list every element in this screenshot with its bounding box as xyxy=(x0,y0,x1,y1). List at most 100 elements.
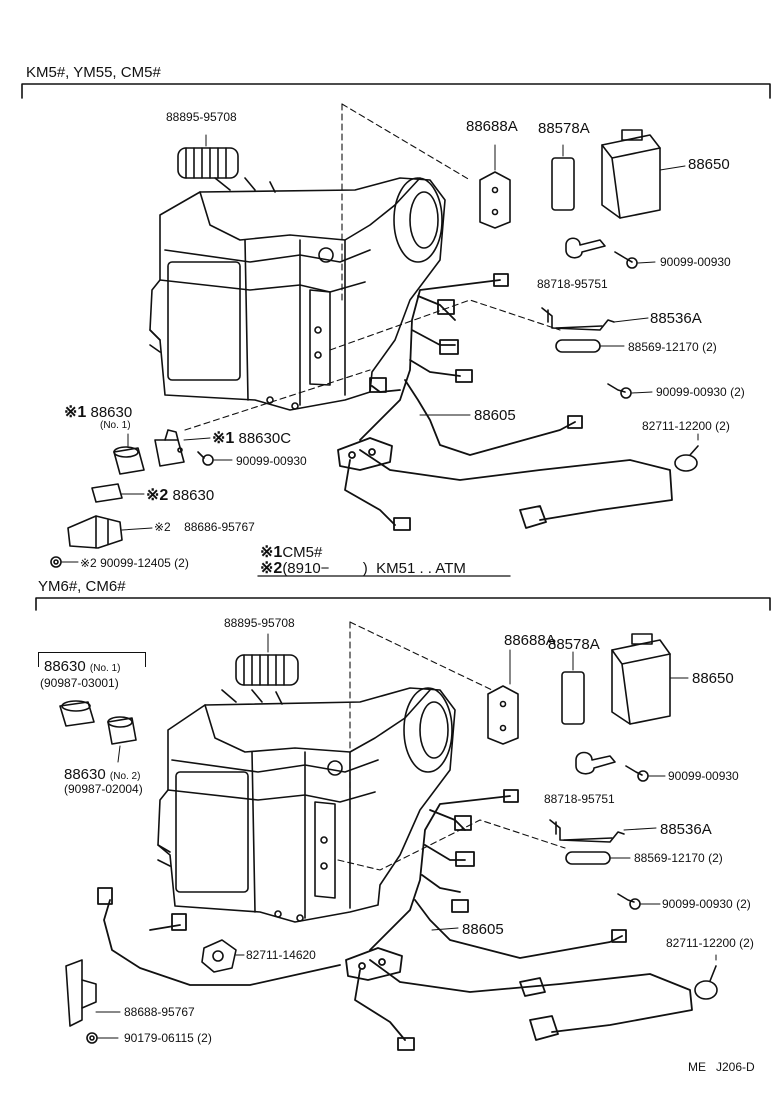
heater-unit-bottom-icon xyxy=(157,687,456,923)
band-82711-12200-bottom-icon xyxy=(694,954,718,1000)
label-band-bottom: 82711-12200 (2) xyxy=(666,936,754,950)
label-bracket-88688a-top: 88688A xyxy=(466,118,518,135)
bracket-88686-top-icon xyxy=(67,515,153,549)
relay-88578a-top-icon xyxy=(551,144,575,211)
label-bracket-88688-bottom: 88688-95767 xyxy=(124,1005,195,1019)
label-relay-88578a-top: 88578A xyxy=(538,120,590,137)
label-nut-top: ※2 90099-12405 (2) xyxy=(80,556,189,570)
top-section-header: KM5#, YM55, CM5# xyxy=(26,64,161,81)
bottom-section-header: YM6#, CM6# xyxy=(38,578,126,595)
label-clip-top: 88569-12170 (2) xyxy=(628,340,717,354)
label-nut-bottom: 90179-06115 (2) xyxy=(124,1031,212,1045)
switch-no2-sub: (No. 2) xyxy=(109,771,141,782)
switch-no2-number: 88630 xyxy=(64,766,106,783)
bracket-88688-95767-bottom-icon xyxy=(65,959,121,1027)
grommet-82711-14620-bottom-icon xyxy=(201,939,245,973)
bracket-88536a-top-icon xyxy=(541,307,649,331)
screw-top-3-icon xyxy=(197,451,233,466)
screw-bottom-2-icon xyxy=(617,893,661,910)
label-relay-88578a-bottom: 88578A xyxy=(548,636,600,653)
legend-line-1: ※1CM5# xyxy=(260,544,322,561)
switch-88630c-top-icon xyxy=(154,429,211,467)
clip-88569-top-icon xyxy=(555,339,625,353)
top-section-frame xyxy=(21,83,771,99)
label-harness-bottom: 88605 xyxy=(462,921,504,938)
legend-2-mark: ※2 xyxy=(260,560,283,577)
label-switch-sub-top: (No. 1) xyxy=(100,420,131,431)
bracket-88688a-top-icon xyxy=(479,144,511,229)
switch-no1-sub: (No. 1) xyxy=(89,663,121,674)
label-screw-top-2: 90099-00930 (2) xyxy=(656,385,745,399)
clamp-top-icon xyxy=(565,237,606,259)
clamp-bottom-icon xyxy=(575,751,616,775)
switch2-number: 88630 xyxy=(172,487,215,504)
label-harness-top: 88605 xyxy=(474,407,516,424)
relay-88578a-bottom-icon xyxy=(561,651,585,725)
band-82711-12200-top-icon xyxy=(674,433,699,472)
label-bracket-88536a-top: 88536A xyxy=(650,310,702,327)
switch-c-number: 88630C xyxy=(238,430,292,447)
bracket-88536a-bottom-icon xyxy=(549,819,657,843)
amplifier-88650-bottom-icon xyxy=(611,633,689,725)
legend-1-mark: ※1 xyxy=(260,544,283,561)
switch-no1-number: 88630 xyxy=(44,658,86,675)
label-amp-88650-bottom: 88650 xyxy=(692,670,734,687)
nut-bottom-icon xyxy=(86,1032,119,1044)
bracket-c-mark: ※2 xyxy=(154,520,171,534)
harness-88605-top-icon xyxy=(337,273,673,531)
switch-88630-no1-bottom-icon xyxy=(59,700,95,727)
hose-bottom-icon xyxy=(235,633,299,686)
switch2-88630-top-icon xyxy=(91,483,145,503)
bottom-section-frame xyxy=(35,597,771,611)
harness-88605-bottom-icon xyxy=(97,789,693,1051)
label-clamp-bottom: 88718-95751 xyxy=(544,792,615,806)
heater-unit-top-icon xyxy=(149,177,446,411)
switch-88630-no2-bottom-icon xyxy=(107,716,137,763)
label-clip-bottom: 88569-12170 (2) xyxy=(634,851,723,865)
clip-88569-bottom-icon xyxy=(565,851,631,865)
label-switch2-88630-top: ※2 88630 xyxy=(146,487,214,504)
label-screw-bottom-2: 90099-00930 (2) xyxy=(662,897,751,911)
bracket-c-number: 88686-95767 xyxy=(184,520,255,534)
guide-lines-bottom xyxy=(337,621,566,871)
legend-2-text: (8910− ) KM51 . . ATM xyxy=(282,560,466,577)
switch2-mark: ※2 xyxy=(146,487,169,504)
label-switch-88630c-top: ※1 88630C xyxy=(212,430,291,447)
label-bracket-88686-top: ※2 88686-95767 xyxy=(154,520,255,534)
label-switch-no1-part: (90987-03001) xyxy=(40,676,119,690)
label-switch-no2-part: (90987-02004) xyxy=(64,782,143,796)
label-hose-bottom: 88895-95708 xyxy=(224,616,295,630)
bracket-88688a-bottom-icon xyxy=(487,649,519,745)
screw-top-2-icon xyxy=(607,383,653,399)
label-amp-88650-top: 88650 xyxy=(688,156,730,173)
label-screw-top-3: 90099-00930 xyxy=(236,454,307,468)
label-switch-no1-bottom: 88630 (No. 1) xyxy=(44,658,120,677)
amplifier-88650-top-icon xyxy=(601,129,686,219)
label-bracket-88536a-bottom: 88536A xyxy=(660,821,712,838)
nut-mark: ※2 xyxy=(80,556,97,570)
switch-number: 88630 xyxy=(90,404,133,421)
label-band-top: 82711-12200 (2) xyxy=(642,419,730,433)
guide-lines-top xyxy=(184,103,561,431)
label-screw-top-1: 90099-00930 xyxy=(660,255,731,269)
legend-1-text: CM5# xyxy=(282,544,323,561)
nut-number: 90099-12405 (2) xyxy=(100,556,189,570)
legend-line-2: ※2(8910− ) KM51 . . ATM xyxy=(260,560,466,577)
nut-top-icon xyxy=(50,556,79,568)
label-switch-no2-bottom: 88630 (No. 2) xyxy=(64,766,140,785)
label-clamp-top: 88718-95751 xyxy=(537,277,608,291)
label-screw-bottom-1: 90099-00930 xyxy=(668,769,739,783)
switch-no1-bracket-line xyxy=(38,652,146,667)
label-hose-top: 88895-95708 xyxy=(166,110,237,124)
footer-code: ME J206-D xyxy=(688,1060,755,1074)
switch-88630-top-icon xyxy=(113,433,145,475)
hose-top-icon xyxy=(177,134,239,179)
switch-c-mark: ※1 xyxy=(212,430,235,447)
label-switch-88630-top: ※1 88630 xyxy=(64,404,132,421)
screw-top-1-icon xyxy=(614,251,656,269)
label-bracket-88688a-bottom: 88688A xyxy=(504,632,556,649)
switch-mark: ※1 xyxy=(64,404,87,421)
label-grommet-bottom: 82711-14620 xyxy=(246,948,316,962)
